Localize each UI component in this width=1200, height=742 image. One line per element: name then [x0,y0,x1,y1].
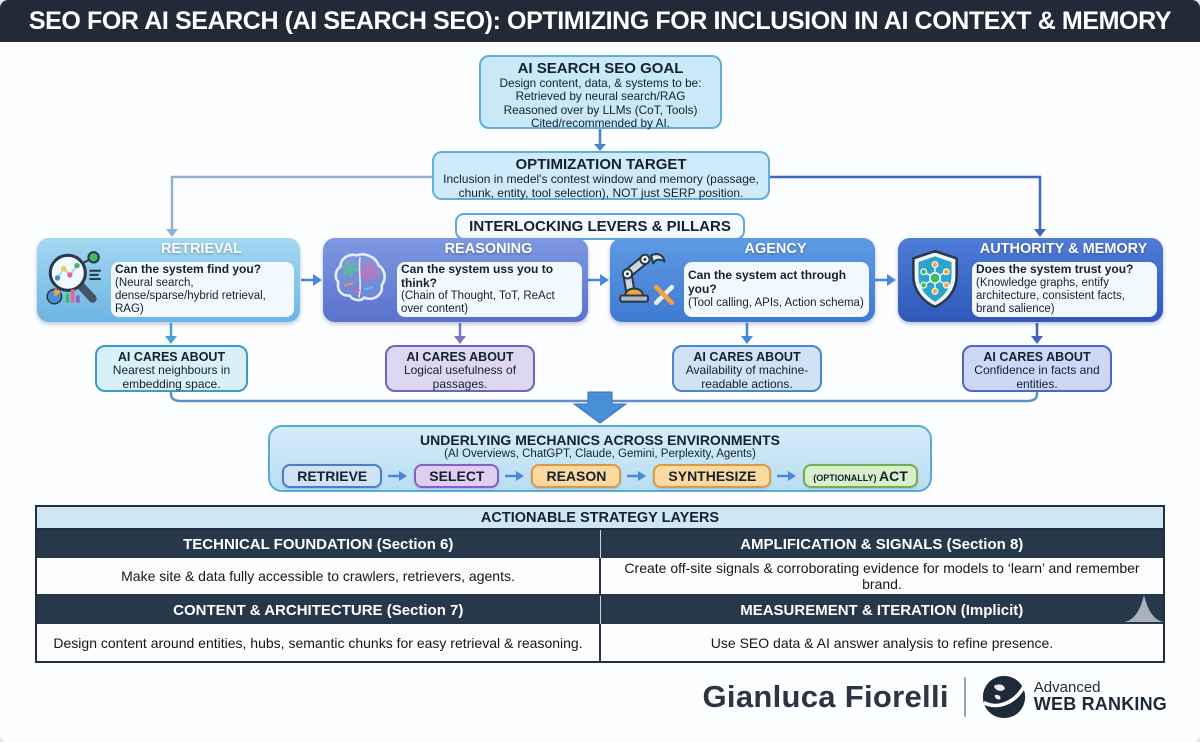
brand-line-top: Advanced [1033,678,1101,696]
table-header-cell: TECHNICAL FOUNDATION (Section 6) [37,530,601,558]
pillar-reasoning-title: REASONING [444,241,533,257]
table-header-cell: MEASUREMENT & ITERATION (Implicit) [740,601,1024,619]
flow-arrow-icon [777,471,797,481]
cares-box-agency: AI CARES ABOUT Availability of machine-r… [672,345,822,392]
cares-body: Availability of machine-readable actions… [685,363,809,392]
mechanics-box: UNDERLYING MECHANICS ACROSS ENVIRONMENTS… [268,425,932,492]
pillar-agency-detail: (Tool calling, APIs, Action schema) [688,296,864,309]
cares-title: AI CARES ABOUT [983,350,1091,364]
mechanics-title: UNDERLYING MECHANICS ACROSS ENVIRONMENTS [420,432,780,448]
cares-title: AI CARES ABOUT [117,350,226,364]
optimization-target-title: OPTIMIZATION TARGET [515,156,687,173]
brand-line-bottom: WEB RANKING [1033,694,1167,715]
optimization-target-box: OPTIMIZATION TARGET Inclusion in medel's… [432,151,770,200]
goal-line: Design content, data, & systems to be: [499,76,702,90]
strategy-table: ACTIONABLE STRATEGY LAYERS TECHNICAL FOU… [35,505,1165,663]
flow-arrow-icon [388,471,408,481]
pillar-agency-title: AGENCY [744,241,807,257]
pillar-authority-title: AUTHORITY & MEMORY [979,241,1148,257]
table-body-cell: Use SEO data & AI answer analysis to ref… [710,634,1054,651]
stage-chip-act-label: ACT [878,468,908,484]
pillar-authority-memory: AUTHORITY & MEMORY Does the system trust… [898,238,1163,322]
mechanics-stages: RETRIEVE SELECT REASON SYNTHESIZE (OPTIO… [270,464,930,488]
goal-box: AI SEARCH SEO GOAL Design content, data,… [479,55,722,131]
stage-chip-retrieve: RETRIEVE [282,464,383,488]
table-body-cell: Design content around entities, hubs, se… [37,624,601,661]
brain-gears-icon [334,253,386,302]
pillar-retrieval-title: RETRIEVAL [160,241,243,257]
goal-title: AI SEARCH SEO GOAL [517,60,684,77]
pillar-reasoning-question: Can the system uss you to think? [401,261,554,290]
cares-body: Nearest neighbours in embedding space. [112,363,231,392]
mechanics-subtitle: (AI Overviews, ChatGPT, Claude, Gemini, … [444,448,756,460]
footer: Gianluca Fiorelli Advanced WEB RANKING [703,674,1167,720]
goal-line: Cited/recommended by AI. [530,116,670,131]
stage-chip-act-prefix: (OPTIONALLY) [813,473,879,483]
pillar-retrieval-detail: (Neural search, dense/sparse/hybrid retr… [115,276,266,315]
brand-logo: Advanced WEB RANKING [981,674,1167,720]
table-header-cell: CONTENT & ARCHITECTURE (Section 7) [37,596,601,624]
pillar-agency-question: Can the system act through you? [688,268,847,296]
magnifier-analytics-icon [46,251,101,305]
strategy-table-title: ACTIONABLE STRATEGY LAYERS [37,507,1163,530]
optimization-target-body: Inclusion in medel's contest window and … [443,172,759,200]
stage-chip-act: (OPTIONALLY) ACT [803,464,918,488]
title-bar: SEO FOR AI SEARCH (AI SEARCH SEO): OPTIM… [0,0,1200,42]
stage-chip-reason: REASON [531,464,622,488]
author-name: Gianluca Fiorelli [702,679,949,714]
footer-divider [963,677,966,717]
table-row: CONTENT & ARCHITECTURE (Section 7) MEASU… [37,596,1163,624]
brand-text: Advanced WEB RANKING [1033,678,1167,715]
cares-box-reasoning: AI CARES ABOUT Logical usefulness of pas… [385,345,535,392]
table-row: Make site & data fully accessible to cra… [37,558,1163,596]
flow-arrow-icon [505,471,525,481]
table-body-cell: Create off-site signals & corroborating … [624,560,1140,592]
pillar-authority-question: Does the system trust you? [976,262,1134,277]
cares-title: AI CARES ABOUT [406,350,514,364]
pillar-agency-body: Can the system act through you? (Tool ca… [684,262,869,317]
cares-body: Logical usefulness of passages. [403,363,517,392]
pillar-reasoning-body: Can the system uss you to think? (Chain … [397,262,582,317]
levers-pillars-label: INTERLOCKING LEVERS & PILLARS [455,213,745,240]
stage-chip-synthesize: SYNTHESIZE [653,464,772,488]
pillar-reasoning: REASONING Can the system uss you to thin… [323,238,588,322]
flow-arrow-icon [627,471,647,481]
pillar-authority-detail: (Knowledge graphs, entify architecture, … [976,276,1125,315]
cares-box-authority: AI CARES ABOUT Confidence in facts and e… [962,345,1112,392]
table-body-cell: Make site & data fully accessible to cra… [37,558,601,594]
shield-knowledge-graph-icon [912,249,958,309]
cares-title: AI CARES ABOUT [693,350,801,364]
robot-arm-tools-icon [619,253,675,306]
pillar-retrieval: RETRIEVAL Can the system find you? (Neur… [37,238,300,322]
goal-line: Reasoned over by LLMs (CoT, Tools) [503,102,698,117]
cares-body: Confidence in facts and entities. [974,363,1100,392]
goal-line: Retrieved by neural search/RAG [515,89,686,104]
pillar-reasoning-detail: (Chain of Thought, ToT, ReAct over conte… [401,290,555,316]
cares-box-retrieval: AI CARES ABOUT Nearest neighbours in emb… [95,345,248,392]
main-title: SEO FOR AI SEARCH (AI SEARCH SEO): OPTIM… [28,6,1172,35]
pillar-retrieval-body: Can the system find you? (Neural search,… [111,262,294,317]
stage-chip-select: SELECT [414,464,500,488]
table-header-cell: AMPLIFICATION & SIGNALS (Section 8) [740,535,1024,553]
globe-icon [982,675,1027,719]
pillar-authority-body: Does the system trust you? (Knowledge gr… [972,262,1157,317]
pillar-retrieval-question: Can the system find you? [115,262,262,277]
pillar-agency: AGENCY Can the system act through you? (… [610,238,875,322]
table-row: Design content around entities, hubs, se… [37,624,1163,661]
mountain-peak-icon [1124,595,1164,622]
table-row: TECHNICAL FOUNDATION (Section 6) AMPLIFI… [37,530,1163,558]
